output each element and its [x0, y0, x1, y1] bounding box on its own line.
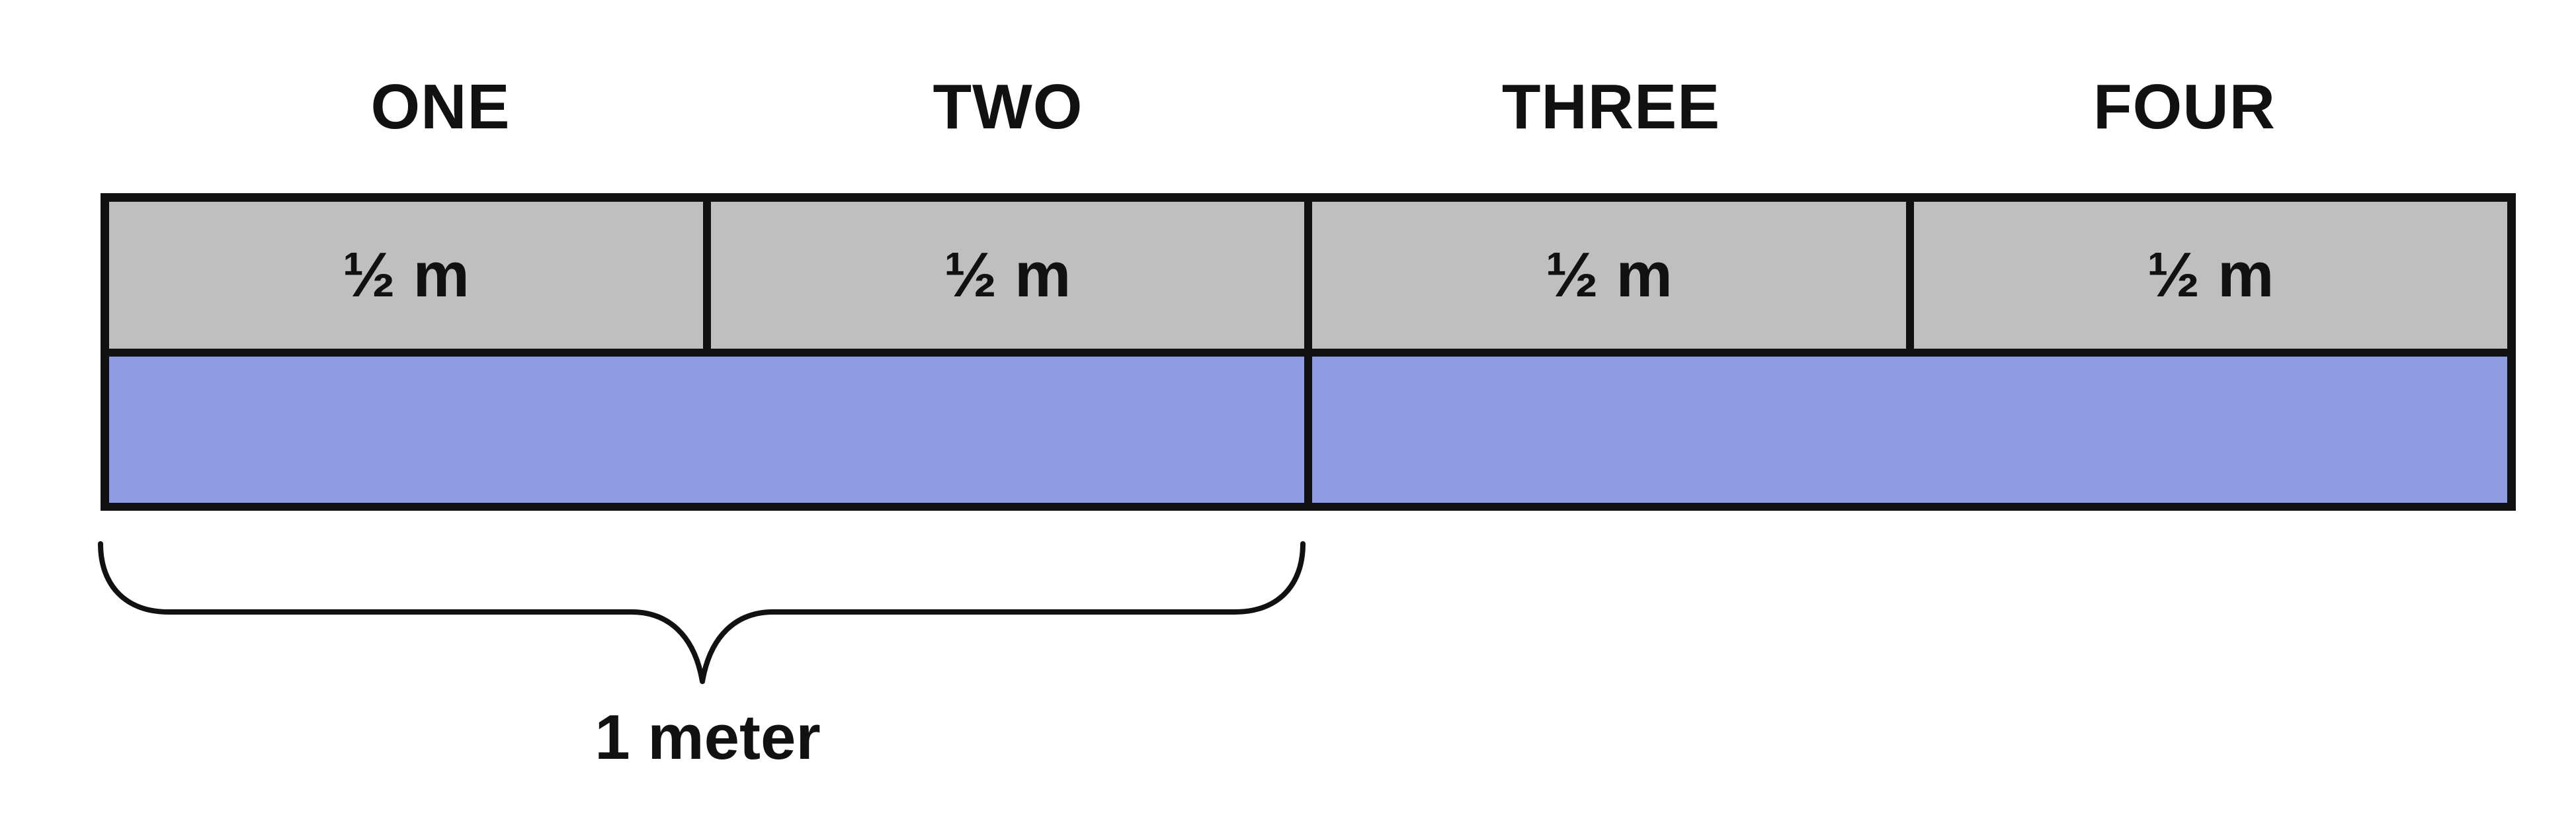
- column-label-four: FOUR: [2093, 71, 2276, 142]
- column-label-three: THREE: [1501, 71, 1721, 142]
- half-meter-row: ½ m ½ m ½ m ½ m: [109, 202, 2507, 357]
- one-meter-cell: [109, 357, 1304, 503]
- half-meter-cell: ½ m: [1304, 202, 1906, 349]
- fraction-bar: ½ m ½ m ½ m ½ m: [101, 193, 2516, 511]
- column-label-one: ONE: [370, 71, 511, 142]
- column-label-two: TWO: [933, 71, 1083, 142]
- half-meter-cell: ½ m: [1905, 202, 2508, 349]
- one-meter-cell: [1304, 357, 2507, 503]
- brace-label: 1 meter: [595, 702, 821, 773]
- half-meter-cell: ½ m: [702, 202, 1305, 349]
- one-meter-row: [109, 357, 2507, 503]
- half-meter-cell: ½ m: [342, 239, 470, 310]
